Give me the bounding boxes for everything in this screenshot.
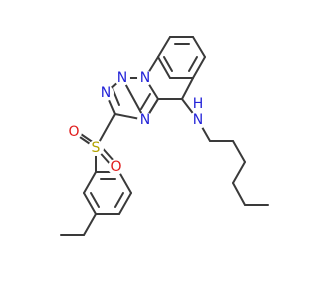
oxygen-atom-1: O <box>66 124 82 140</box>
nitrogen-atom-3: N <box>137 70 153 86</box>
nitrogen-label-3: N <box>140 70 150 86</box>
chemical-structure-diagram: N N N N N H O O S <box>60 36 269 236</box>
amine-hydrogen-label: H <box>193 96 204 112</box>
nitrogen-atom-2: N <box>98 85 114 101</box>
nitrogen-atom-4: N <box>137 112 153 128</box>
nitrogen-label-4: N <box>140 112 150 128</box>
nitrogen-atom-1: N <box>114 70 130 86</box>
oxygen-label-2: O <box>110 159 121 175</box>
sulfur-label: S <box>92 140 101 156</box>
atom-label-layer: N N N N N H O O S <box>66 70 207 175</box>
nitrogen-label-2: N <box>101 85 111 101</box>
oxygen-atom-2: O <box>108 159 124 175</box>
amine-nitrogen-label: N <box>193 112 203 128</box>
oxygen-label-1: O <box>68 124 79 140</box>
nitrogen-label-1: N <box>117 70 127 86</box>
bond-layer <box>60 36 269 236</box>
amine-nitrogen-atom: N H <box>189 96 207 129</box>
sulfur-atom: S <box>88 140 104 156</box>
